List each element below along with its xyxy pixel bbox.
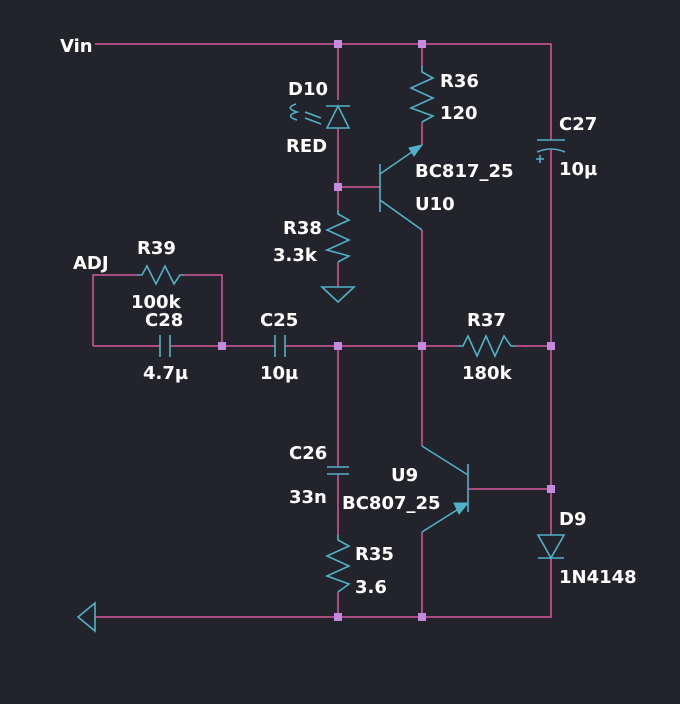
r36-resistor-symbol: [408, 66, 435, 123]
wire-vin-rail: [95, 43, 552, 130]
r35-value: 3.6: [355, 577, 387, 598]
c25-ref: C25: [260, 310, 298, 331]
d9-value: 1N4148: [559, 567, 637, 588]
d10-led-symbol: [289, 103, 351, 129]
wire-adj-loop: [92, 274, 275, 347]
u9-ref: U9: [391, 465, 418, 486]
r37-resistor-symbol: [458, 334, 516, 358]
u10-npn-transistor-symbol: [379, 144, 424, 231]
d10-value: RED: [286, 136, 327, 157]
d9-diode-symbol: [536, 534, 566, 560]
r37-value: 180k: [462, 363, 513, 384]
c26-value: 33n: [289, 487, 327, 508]
c25-value: 10µ: [260, 363, 298, 384]
u10-value: BC817_25: [415, 161, 514, 182]
u9-value: BC807_25: [342, 493, 441, 514]
r35-ref: R35: [355, 544, 394, 565]
c26-capacitor-symbol: [327, 466, 349, 475]
c28-ref: C28: [145, 310, 183, 331]
r38-ref: R38: [283, 218, 322, 239]
u9-pnp-transistor-symbol: [421, 445, 470, 533]
d10-ref: D10: [288, 79, 328, 100]
c27-ref: C27: [559, 114, 597, 135]
r36-value: 120: [440, 103, 478, 124]
c27-capacitor-symbol: [536, 130, 566, 163]
junctions: [218, 40, 555, 621]
r35-resistor-symbol: [324, 535, 351, 593]
wire-gnd-bus: [95, 558, 552, 618]
r38-resistor-symbol: [324, 210, 352, 263]
r37-ref: R37: [467, 310, 506, 331]
c28-capacitor-symbol: [159, 335, 171, 357]
r39-resistor-symbol: [137, 264, 184, 286]
r38-value: 3.3k: [273, 245, 318, 266]
d9-ref: D9: [559, 509, 586, 530]
c27-value: 10µ: [559, 159, 597, 180]
u10-ref: U10: [415, 194, 455, 215]
r39-ref: R39: [137, 238, 176, 259]
r39-value: 100k: [131, 292, 182, 313]
port-arrow-icon: [76, 601, 96, 633]
c25-capacitor-symbol: [274, 335, 286, 357]
c28-value: 4.7µ: [143, 363, 188, 384]
c26-ref: C26: [289, 443, 327, 464]
net-label-adj: ADJ: [73, 253, 109, 274]
r36-ref: R36: [440, 71, 479, 92]
net-label-vin: Vin: [60, 36, 93, 57]
wires: [92, 43, 552, 618]
ground-symbol: [319, 286, 357, 304]
